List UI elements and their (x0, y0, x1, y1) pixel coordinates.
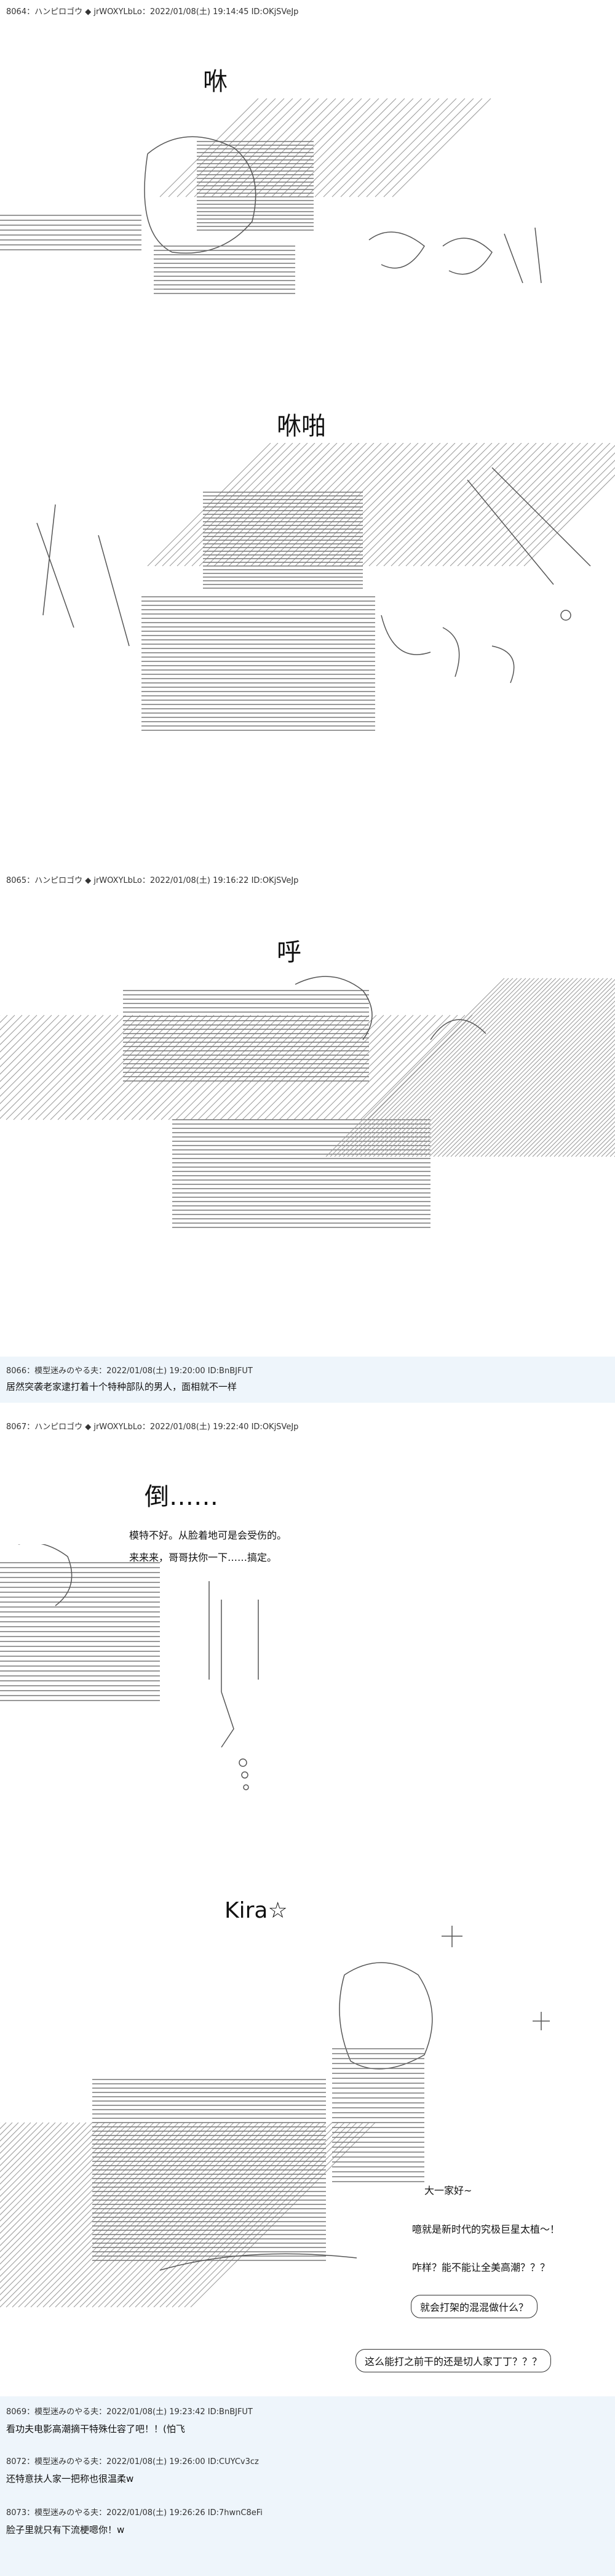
dialog-line: 咋样？能不能让全美高潮？？？ (412, 2262, 550, 2273)
sfx-text: 呼 (277, 938, 301, 967)
post-header-8065: 8065：ハンピロゴウ ◆ jrWOXYLbLo：2022/01/08(土) 1… (6, 876, 299, 885)
reply-header-8069: 8069：模型迷みのやる夫：2022/01/08(土) 19:23:42 ID:… (6, 2407, 253, 2417)
reply-header-8072: 8072：模型迷みのやる夫：2022/01/08(土) 19:26:00 ID:… (6, 2457, 259, 2466)
reply-body-8066: 居然突袭老家逮打着十个特种部队的男人，面相就不一样 (6, 1381, 237, 1392)
ascii-art-panel-3 (0, 966, 615, 1292)
sfx-text: 咻 (203, 68, 228, 96)
ascii-art-panel-4 (0, 1544, 615, 1827)
dialog-line: 噫就是新时代的究极巨星太植～！ (412, 2223, 560, 2235)
reply-band: 8066：模型迷みのやる夫：2022/01/08(土) 19:20:00 ID:… (0, 1357, 615, 1403)
reply-band: 8069：模型迷みのやる夫：2022/01/08(土) 19:23:42 ID:… (0, 2396, 615, 2576)
ascii-art-panel-5 (0, 1926, 615, 2356)
reply-body-8072: 还特意扶人家一把称也很温柔w (6, 2473, 134, 2484)
reply-body-8073: 脸子里就只有下流梗嗯你！w (6, 2524, 125, 2535)
dialog-line: 大一家好~ (424, 2185, 472, 2196)
sfx-text: 倒…… (145, 1483, 218, 1511)
speech-bubble: 这么能打之前干的还是切人家丁丁？？？ (355, 2349, 552, 2372)
post-header-8067: 8067：ハンピロゴウ ◆ jrWOXYLbLo：2022/01/08(土) 1… (6, 1422, 299, 1432)
ascii-art-panel-2 (0, 443, 615, 775)
post-header-8064: 8064：ハンピロゴウ ◆ jrWOXYLbLo：2022/01/08(土) 1… (6, 7, 299, 17)
reply-body-8069: 看功夫电影高潮摘干特殊仕容了吧！！(怕飞 (6, 2423, 185, 2434)
dialog-line: 模特不好。从脸着地可是会受伤的。 (129, 1529, 287, 1541)
ascii-art-panel-1 (0, 98, 615, 357)
dialog-line: 来来来，哥哥扶你一下……搞定。 (129, 1552, 277, 1563)
reply-header-8073: 8073：模型迷みのやる夫：2022/01/08(土) 19:26:26 ID:… (6, 2508, 263, 2518)
sfx-text: 咻啪 (277, 412, 326, 441)
sfx-text: Kira☆ (224, 1898, 288, 1923)
reply-header-8066: 8066：模型迷みのやる夫：2022/01/08(土) 19:20:00 ID:… (6, 1366, 253, 1376)
speech-bubble: 就会打架的混混做什么？ (411, 2295, 538, 2318)
